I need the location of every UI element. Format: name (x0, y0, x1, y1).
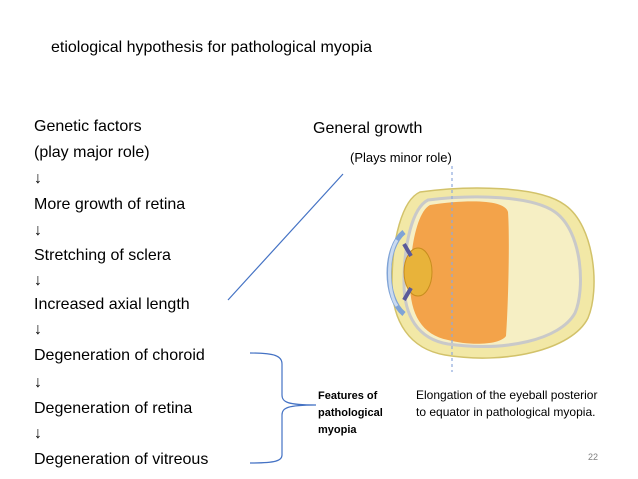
general-growth-label: General growth (313, 120, 423, 137)
chain-degeneration-choroid: Degeneration of choroid (34, 347, 205, 364)
elongation-caption: Elongation of the eyeball posterior to e… (416, 388, 598, 419)
features-bracket (249, 352, 317, 464)
chain-arrow-6: ↓ (34, 425, 42, 442)
page-number: 22 (588, 452, 599, 462)
chain-degeneration-vitreous: Degeneration of vitreous (34, 451, 209, 468)
eye-illustration (386, 166, 595, 372)
chain-arrow-1: ↓ (34, 170, 42, 187)
minor-role-label: (Plays minor role) (350, 150, 452, 165)
chain-arrow-5: ↓ (34, 374, 42, 391)
chain-degeneration-retina: Degeneration of retina (34, 400, 193, 417)
chain-genetic-factors: Genetic factors (34, 118, 142, 135)
chain-major-role: (play major role) (34, 144, 150, 161)
chain-increased-axial-length: Increased axial length (34, 296, 190, 313)
features-label: Features of pathological myopia (318, 390, 383, 436)
chain-stretching-sclera: Stretching of sclera (34, 247, 171, 264)
chain-arrow-3: ↓ (34, 272, 42, 289)
connector-line (227, 173, 344, 301)
chain-arrow-2: ↓ (34, 222, 42, 239)
chain-arrow-4: ↓ (34, 321, 42, 338)
slide-title: etiological hypothesis for pathological … (51, 39, 373, 56)
chain-more-growth-retina: More growth of retina (34, 196, 186, 213)
